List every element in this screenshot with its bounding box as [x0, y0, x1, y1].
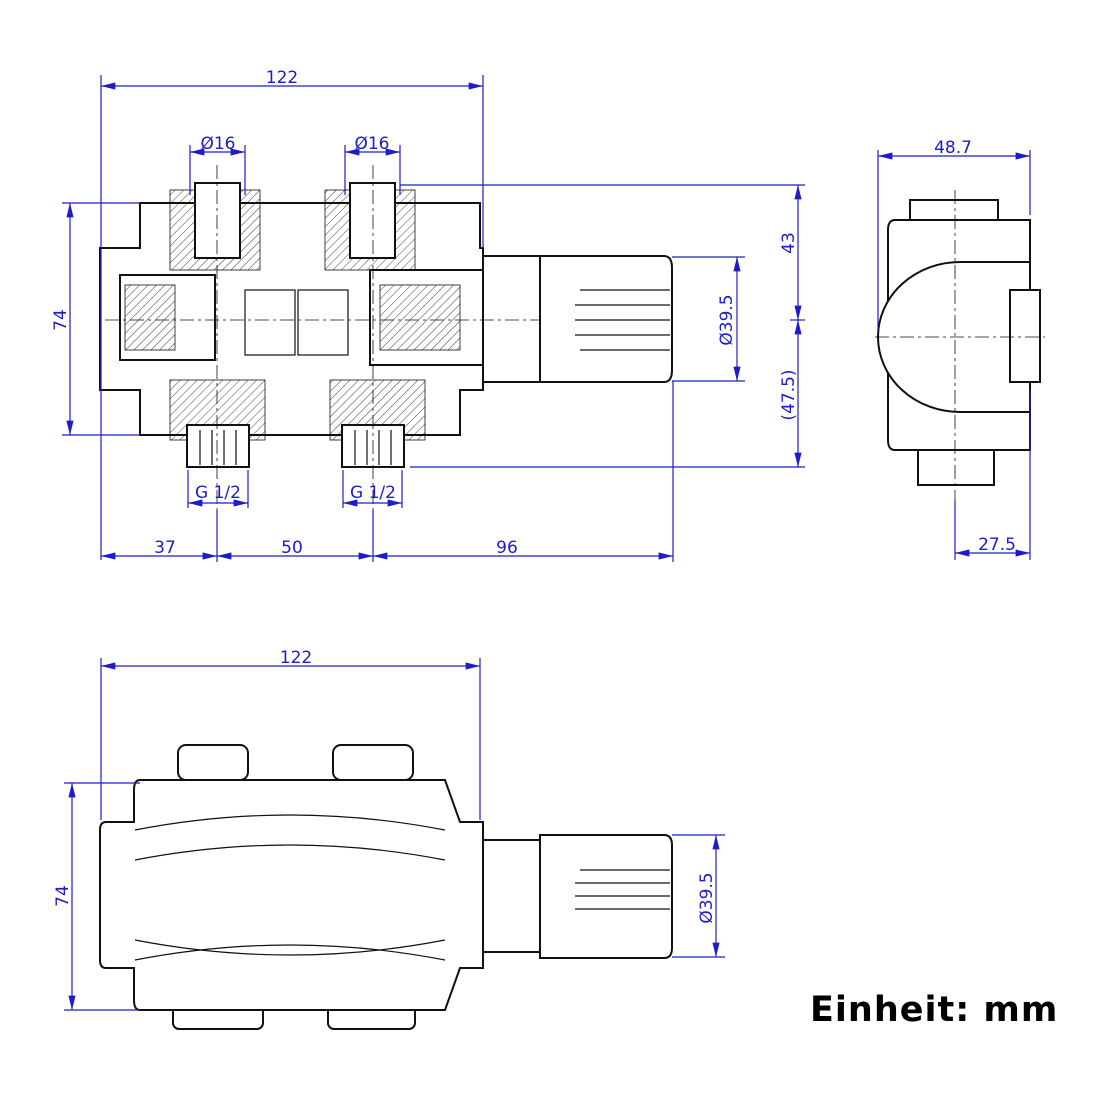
side-view: 48.7 27.5: [875, 138, 1045, 560]
bore-left: [244, 289, 296, 356]
view-top-nut-right: [332, 744, 414, 781]
knob-connector: [482, 255, 541, 383]
view-body-contours: [134, 814, 446, 961]
front-section-view: 122 Ø16 Ø16 74 43 (47.5) Ø39.5 G 1/2 G 1…: [51, 68, 805, 562]
top-port-left-bore: [194, 182, 241, 259]
view-knob-grip-lines: [575, 869, 670, 910]
dim-thread-left: G 1/2: [195, 483, 241, 503]
dim-thread-right: G 1/2: [350, 483, 396, 503]
knob-grip-lines: [575, 289, 670, 351]
unit-label: Einheit: mm: [810, 990, 1059, 1030]
dim-knob-diameter: Ø39.5: [717, 294, 737, 345]
top-port-right-bore: [349, 182, 396, 259]
side-top-nut: [909, 199, 999, 221]
bore-right: [297, 289, 349, 356]
right-insert-section: [379, 284, 461, 351]
dim-view-height: 74: [53, 885, 73, 907]
dim-offset-left: 37: [154, 538, 176, 558]
nut-ribs: [199, 430, 392, 465]
dim-inlet-right: Ø16: [354, 134, 389, 154]
dim-top-offset: 43: [779, 232, 799, 254]
view-dimension-lines: [64, 658, 725, 1011]
dim-side-port-offset: 27.5: [978, 535, 1016, 555]
dim-overall-height: 74: [51, 309, 71, 331]
view-top-nut-left: [177, 744, 249, 781]
dim-view-length: 122: [280, 648, 312, 668]
side-connector: [1009, 289, 1041, 383]
dim-view-knob-diameter: Ø39.5: [697, 872, 717, 923]
dimension-lines: [62, 75, 805, 562]
dim-side-width: 48.7: [934, 138, 972, 158]
dim-inlet-left: Ø16: [200, 134, 235, 154]
side-bottom-nut: [917, 449, 995, 486]
knob-cap: [539, 255, 673, 383]
dim-bottom-offset: (47.5): [779, 369, 799, 420]
bottom-nut-left: [186, 424, 250, 468]
dim-overall-length: 122: [266, 68, 298, 88]
dim-knob-projection: 96: [496, 538, 518, 558]
side-dimension-lines: [877, 150, 1031, 560]
bottom-view: 122 74 Ø39.5: [53, 648, 725, 1030]
left-insert-section: [124, 284, 176, 351]
view-knob-connector: [482, 839, 541, 953]
dim-port-spacing: 50: [281, 538, 303, 558]
